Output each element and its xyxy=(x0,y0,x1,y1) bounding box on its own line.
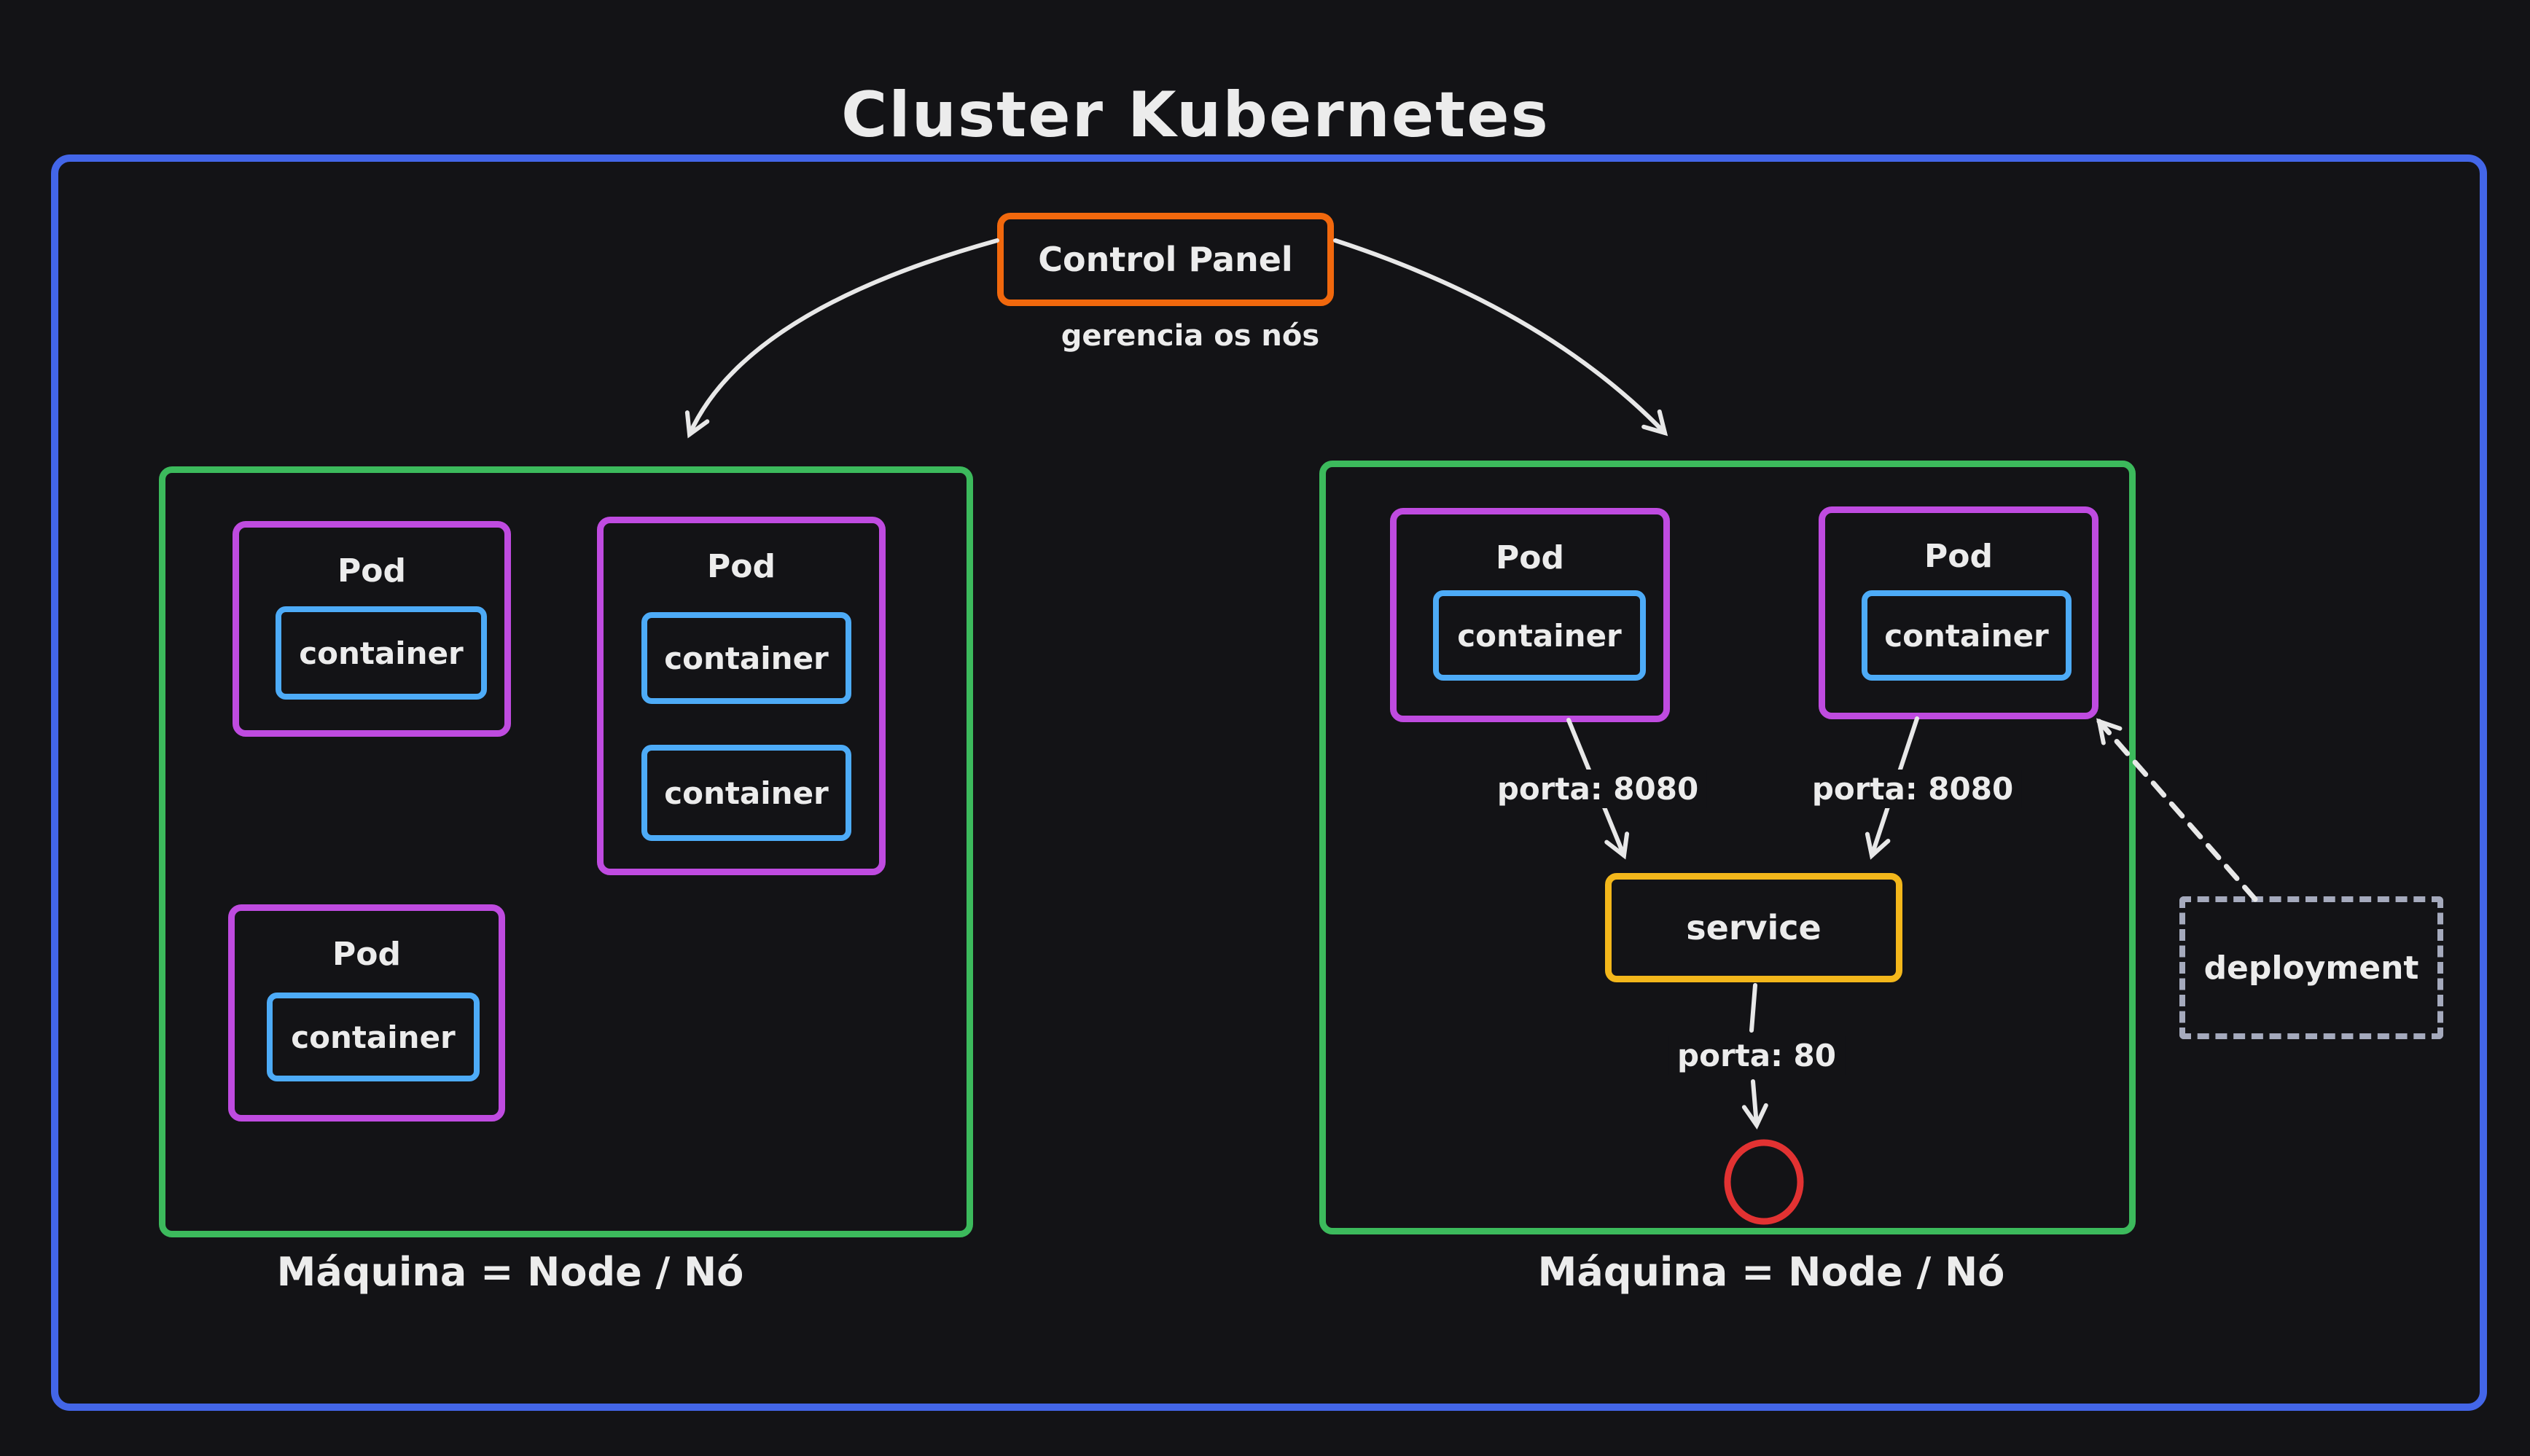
pod-label: Pod xyxy=(1924,538,1993,575)
container-box: container xyxy=(267,993,480,1081)
port-label-pod-b: porta: 8080 xyxy=(1803,770,2023,808)
pod-label: Pod xyxy=(332,936,401,973)
node-right-caption: Máquina = Node / Nó xyxy=(1537,1249,2005,1295)
port-label-pod-a: porta: 8080 xyxy=(1488,770,1708,808)
pod: Pod container xyxy=(228,904,505,1122)
pod-label: Pod xyxy=(1496,539,1564,576)
service-label: service xyxy=(1686,908,1822,947)
pod: Pod container xyxy=(1390,508,1670,722)
container-box: container xyxy=(1433,590,1646,681)
node-left: Pod container Pod container container Po… xyxy=(159,466,973,1237)
service-box: service xyxy=(1605,873,1902,982)
container-box: container xyxy=(641,745,851,841)
container-box: container xyxy=(1862,590,2072,681)
control-panel-label: Control Panel xyxy=(1038,240,1293,279)
container-box: container xyxy=(641,612,851,704)
port-label-service: porta: 80 xyxy=(1668,1036,1845,1075)
deployment-label: deployment xyxy=(2203,949,2419,987)
node-left-caption: Máquina = Node / Nó xyxy=(276,1249,744,1295)
cluster-boundary xyxy=(51,154,2487,1411)
pod: Pod container xyxy=(1819,506,2098,719)
pod: Pod container xyxy=(233,521,511,737)
pod-label: Pod xyxy=(707,548,776,585)
diagram-title: Cluster Kubernetes xyxy=(841,79,1550,152)
pod-label: Pod xyxy=(337,552,406,590)
deployment-box: deployment xyxy=(2179,896,2443,1039)
node-right: Pod container Pod container xyxy=(1319,461,2136,1234)
control-panel-caption: gerencia os nós xyxy=(1061,319,1320,353)
control-panel-box: Control Panel xyxy=(997,213,1334,306)
pod: Pod container container xyxy=(597,517,886,875)
container-box: container xyxy=(276,606,487,700)
